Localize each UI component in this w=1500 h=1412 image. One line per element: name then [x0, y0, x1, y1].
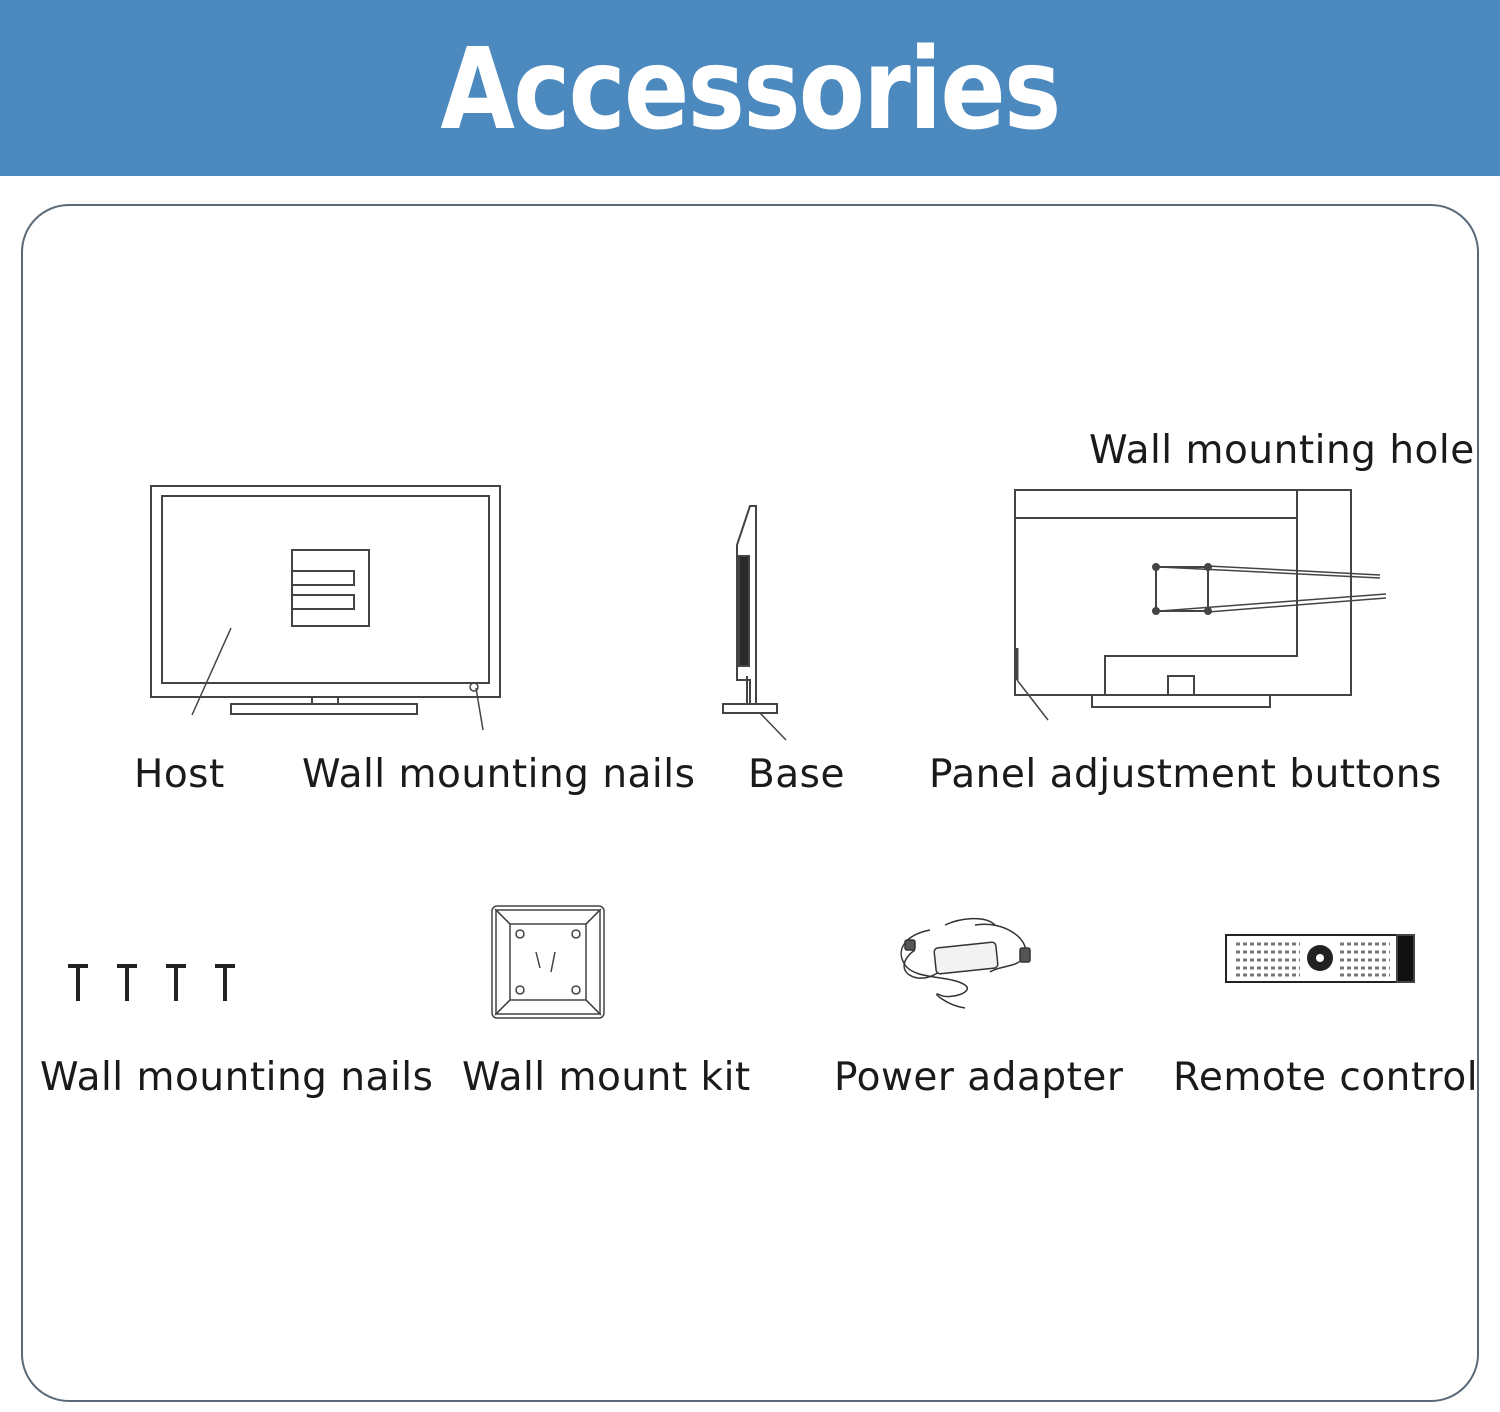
power-adapter-illustration	[900, 917, 1031, 1009]
label-remote-control: Remote control	[1173, 1055, 1479, 1100]
label-wall-mounting-hole: Wall mounting hole	[1089, 428, 1475, 473]
label-host: Host	[134, 752, 225, 797]
accessories-panel	[21, 204, 1479, 1402]
wall-mount-plate-illustration	[491, 905, 605, 1019]
header-banner: Accessories	[0, 0, 1500, 176]
remote-control-illustration	[1225, 934, 1415, 983]
label-wall-mount-kit: Wall mount kit	[462, 1055, 751, 1100]
tv-back-illustration	[1014, 489, 1387, 721]
tv-side-illustration	[722, 505, 787, 741]
label-power-adapter: Power adapter	[834, 1055, 1124, 1100]
label-panel-adjustment-buttons: Panel adjustment buttons	[929, 752, 1442, 797]
nails-illustration	[68, 964, 235, 1001]
label-wall-mounting-nails-top: Wall mounting nails	[302, 752, 696, 797]
label-base: Base	[748, 752, 845, 797]
tv-front-illustration	[150, 485, 501, 731]
page-title: Accessories	[440, 25, 1061, 155]
label-wall-mounting-nails-bottom: Wall mounting nails	[40, 1055, 434, 1100]
